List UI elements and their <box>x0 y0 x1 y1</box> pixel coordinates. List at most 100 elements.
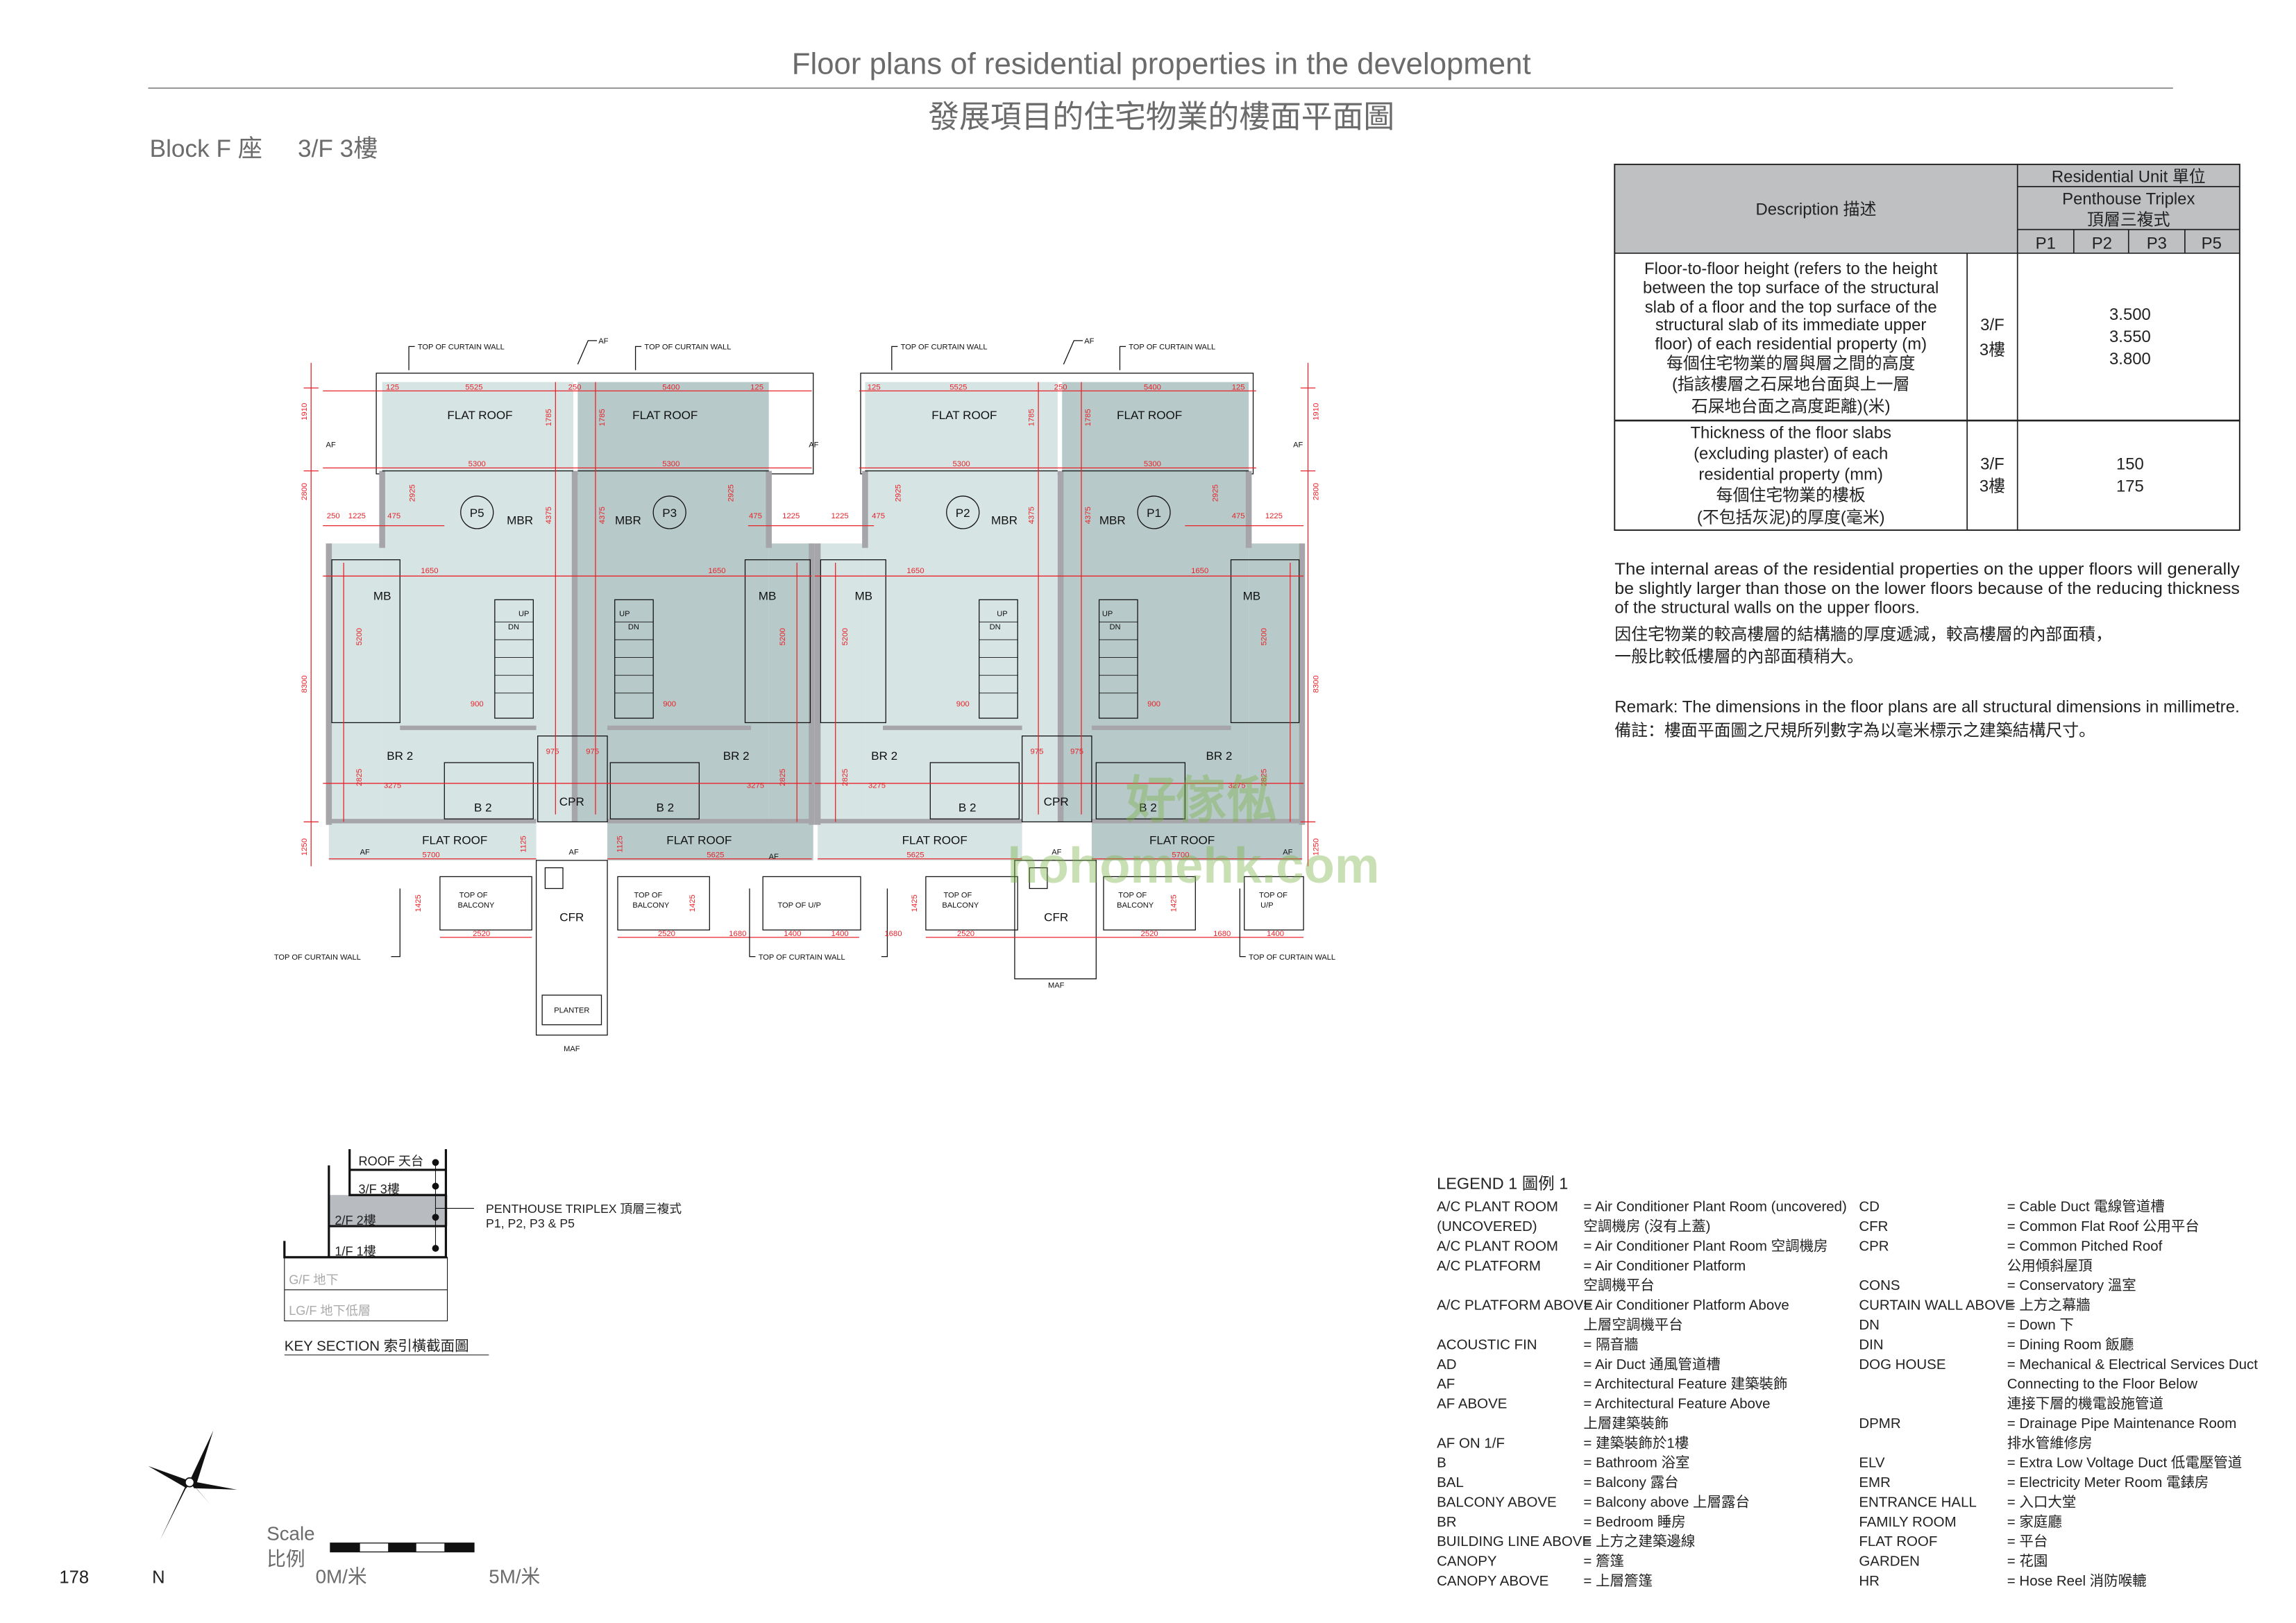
maf-label: MAF <box>1048 981 1065 989</box>
br2-label: BR 2 <box>871 749 897 763</box>
dimension-label: 975 <box>586 747 599 756</box>
legend-definition: = 隔音牆 <box>1583 1336 1638 1352</box>
dimension-label: 4375 <box>1084 507 1092 524</box>
floor-info-table: Description 描述 Residential Unit 單位 Penth… <box>1614 163 2240 531</box>
dimension-label: 2800 <box>1312 483 1320 500</box>
top-of-up-label: U/P <box>1260 901 1273 910</box>
dimension-label: 2925 <box>1211 484 1219 502</box>
dimension-label: 5700 <box>423 851 440 860</box>
row-floor: 3/F <box>1980 316 2004 334</box>
dimension-label: 900 <box>1147 700 1160 708</box>
note-line: be slightly larger than those on the low… <box>1614 579 2240 598</box>
interior-partitions <box>331 470 1300 819</box>
dimension-label: 1125 <box>616 835 624 852</box>
row-floor: 3/F <box>1980 455 2004 474</box>
up-label: UP <box>1102 610 1113 618</box>
legend-term: AD <box>1437 1357 1456 1373</box>
legend-term: B <box>1437 1455 1446 1471</box>
notes: The internal areas of the residential pr… <box>1614 560 2240 740</box>
dimension-label: 125 <box>750 383 763 391</box>
legend-term: A/C PLATFORM <box>1437 1258 1541 1274</box>
dimension-label: 900 <box>663 700 676 708</box>
svg-text:hohomehk.com: hohomehk.com <box>1007 838 1379 894</box>
legend-term: CONS <box>1859 1277 1900 1293</box>
row-value: 3.550 <box>2109 328 2151 346</box>
legend-definition: = 上方之建築邊線 <box>1583 1533 1695 1549</box>
legend-term: DIN <box>1859 1336 1883 1352</box>
cfr-corridor <box>535 860 608 1036</box>
unit-type-en: Penthouse Triplex <box>2062 190 2195 209</box>
row-value: 175 <box>2116 477 2144 496</box>
unit-label-p1: P1 <box>1147 507 1161 520</box>
unit-p2-wing <box>818 543 866 822</box>
up-label: UP <box>997 610 1007 618</box>
row-description: 每個住宅物業的樓板 <box>1716 486 1866 504</box>
dimension-label: 2925 <box>409 484 417 502</box>
legend-definition: = Mechanical & Electrical Services Duct <box>2007 1357 2258 1373</box>
row-value: 3.500 <box>2109 305 2151 324</box>
legend-definition: = Air Conditioner Plant Room (uncovered) <box>1583 1199 1846 1215</box>
row-description: floor) of each residential property (m) <box>1655 335 1927 354</box>
lower-flat-roof <box>328 822 537 860</box>
legend-definition: = 建築裝飾於1樓 <box>1583 1435 1689 1451</box>
dimension-label: 900 <box>956 700 970 708</box>
legend-term: HR <box>1859 1573 1880 1589</box>
key-floor-2f: 2/F 2樓 <box>335 1214 375 1227</box>
dimension-label: 2825 <box>841 769 850 786</box>
legend-term: ENTRANCE HALL <box>1859 1494 1976 1510</box>
unit-p1-body <box>1062 470 1249 822</box>
key-callout-units: P1, P2, P3 & P5 <box>486 1216 575 1230</box>
dimension-label: 5300 <box>469 460 486 468</box>
dimension-label: 1225 <box>1265 512 1283 520</box>
row-description: Thickness of the floor slabs <box>1690 424 1891 443</box>
legend-definition: = Common Flat Roof 公用平台 <box>2007 1218 2200 1234</box>
key-floor-roof: ROOF 天台 <box>359 1155 424 1169</box>
legend-term: EMR <box>1859 1475 1890 1490</box>
dimension-label: 5300 <box>953 460 970 468</box>
dimension-label: 2825 <box>355 769 364 786</box>
row-description: Floor-to-floor height (refers to the hei… <box>1644 260 1938 278</box>
legend-definition: = Air Duct 通風管道槽 <box>1583 1357 1720 1373</box>
remark-en: Remark: The dimensions in the floor plan… <box>1614 698 2240 717</box>
remark-zh: 備註：樓面平面圖之尺規所列數字為以毫米標示之建築結構尺寸。 <box>1614 722 2095 740</box>
legend-definition: = Balcony 露台 <box>1583 1475 1678 1490</box>
curtain-wall-note: TOP OF CURTAIN WALL <box>274 953 361 962</box>
description-header: Description 描述 <box>1756 200 1877 219</box>
legend-definition: 排水管維修房 <box>2007 1435 2093 1451</box>
dimension-label: 475 <box>1232 512 1245 520</box>
key-section-title: KEY SECTION 索引橫截面圖 <box>285 1338 469 1354</box>
dimension-label: 3275 <box>868 781 886 790</box>
up-label: UP <box>518 610 529 618</box>
unit-p3-wing <box>768 543 813 822</box>
dimension-label: 2520 <box>658 930 675 938</box>
cfr-label: CFR <box>1044 910 1068 924</box>
unit-column-header: P2 <box>2092 235 2112 253</box>
legend-definition: = Common Pitched Roof <box>2007 1238 2163 1254</box>
dimension-label: 5625 <box>707 851 724 860</box>
dimension-label: 5200 <box>1260 628 1269 645</box>
b2-label: B 2 <box>656 801 674 815</box>
scale-start: 0M/米 <box>316 1565 367 1587</box>
af-label: AF <box>1283 848 1292 856</box>
mb-label: MB <box>373 589 391 602</box>
dog-house <box>544 867 564 890</box>
flat-roof-p5 <box>382 382 573 471</box>
dimension-label: 5300 <box>1144 460 1161 468</box>
floor-plan: P5 P3 P2 P1 FLAT ROOF FLAT ROOF FLAT ROO… <box>274 337 1335 1053</box>
af-label: AF <box>809 441 818 450</box>
cpr-label: CPR <box>559 795 584 808</box>
plan-labels: P5 P3 P2 P1 FLAT ROOF FLAT ROOF FLAT ROO… <box>274 337 1335 1053</box>
legend-term: CANOPY <box>1437 1554 1497 1570</box>
legend-definition: = Air Conditioner Platform <box>1583 1258 1746 1274</box>
dimension-label: 1425 <box>1170 894 1179 912</box>
dimension-label: 1125 <box>520 835 528 852</box>
page-title-en: Floor plans of residential properties in… <box>792 47 1531 81</box>
unit-label-p5: P5 <box>470 507 484 520</box>
dimension-label: 1650 <box>1191 567 1208 575</box>
scale-label-en: Scale <box>267 1522 314 1544</box>
cfr-label: CFR <box>559 910 584 924</box>
curtain-wall-note: TOP OF CURTAIN WALL <box>901 343 988 352</box>
legend-term: A/C PLANT ROOM <box>1437 1199 1558 1215</box>
row-description: slab of a floor and the top surface of t… <box>1645 298 1937 316</box>
legend-left-column: A/C PLANT ROOM = Air Conditioner Plant Ro… <box>1437 1199 1847 1589</box>
